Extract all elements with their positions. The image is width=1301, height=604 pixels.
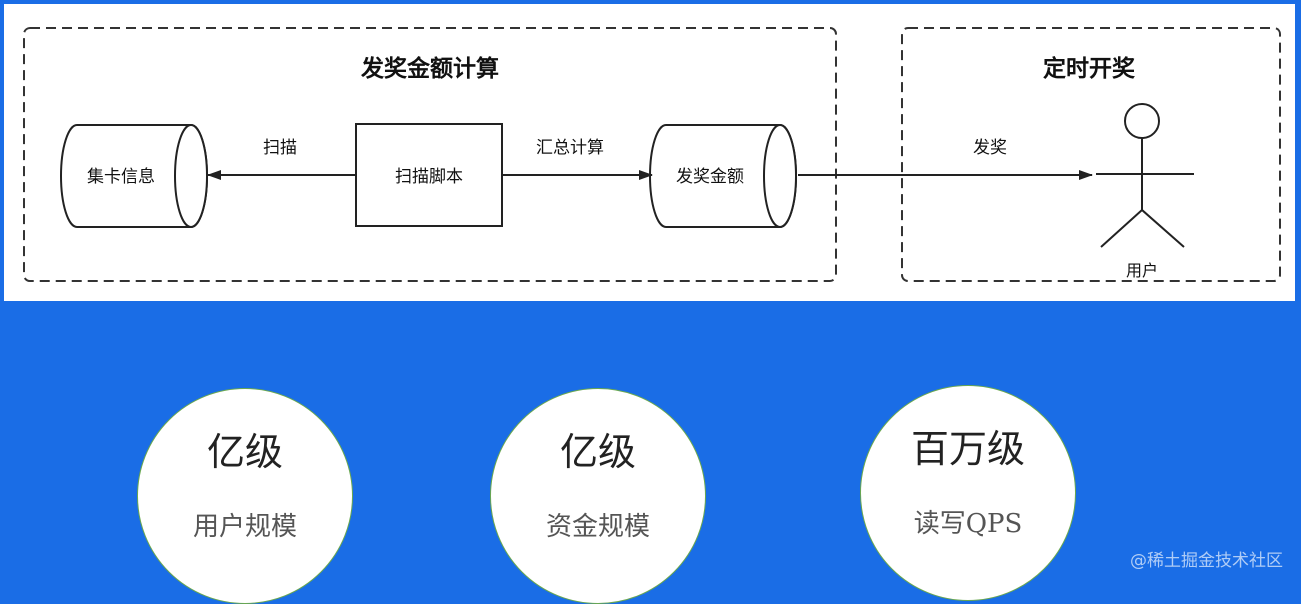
stat-label: 资金规模 (545, 512, 650, 542)
scan-edge-label: 扫描 (263, 138, 297, 158)
stat-value: 百万级 (910, 427, 1025, 471)
user-actor-icon (1124, 103, 1160, 139)
stat-value: 亿级 (559, 430, 636, 474)
award-edge: 发奖 (798, 138, 1093, 180)
draw-group-title: 定时开奖 (1043, 55, 1135, 82)
watermark: @稀土掘金技术社区 (1130, 551, 1283, 571)
calc-group-box (23, 27, 837, 282)
scan-script-node: 扫描脚本 (355, 123, 503, 227)
stat-label: 用户规模 (192, 512, 297, 542)
stat-label: 读写QPS (913, 509, 1023, 539)
flow-diagram: 发奖金额计算 定时开奖 集卡信息 扫描脚本 发奖金额 扫描 汇 (4, 4, 1295, 301)
calc-group-title: 发奖金额计算 (360, 55, 499, 82)
stat-value: 亿级 (206, 430, 283, 474)
stat-circle-qps: 百万级 读写QPS (860, 385, 1076, 601)
summary-calc-edge-label: 汇总计算 (536, 138, 604, 158)
diagram-canvas: 发奖金额计算 定时开奖 集卡信息 扫描脚本 发奖金额 扫描 汇 (23, 27, 1281, 282)
card-info-node: 集卡信息 (60, 124, 208, 228)
award-edge-label: 发奖 (973, 138, 1007, 158)
draw-group-box (901, 27, 1281, 282)
scan-script-label: 扫描脚本 (395, 167, 463, 187)
stat-circle-user-scale: 亿级 用户规模 (137, 388, 353, 604)
user-actor-label: 用户 (1126, 261, 1158, 280)
scan-edge: 扫描 (207, 138, 356, 180)
prize-amount-node: 发奖金额 (649, 124, 797, 228)
card-info-label: 集卡信息 (87, 167, 155, 187)
stat-circle-fund-scale: 亿级 资金规模 (490, 388, 706, 604)
summary-calc-edge: 汇总计算 (502, 138, 653, 180)
user-actor: 用户 (1096, 103, 1194, 280)
prize-amount-label: 发奖金额 (676, 167, 744, 187)
